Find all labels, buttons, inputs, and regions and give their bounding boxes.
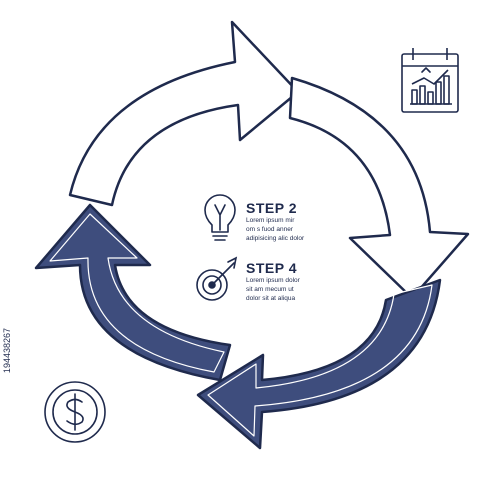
- step-2-description: Lorem ipsum mir om s fuod anner adipisic…: [246, 216, 318, 243]
- step-2-text-line: adipisicing alic dolor: [246, 235, 305, 242]
- cycle-arrow-bottom: [196, 278, 442, 450]
- cycle-arrow-right: [288, 76, 470, 300]
- step-2-text-line: Lorem ipsum mir: [246, 217, 295, 224]
- step-4-text-line: Lorem ipsum dolor: [246, 277, 300, 284]
- stock-image-id: 194438267: [2, 328, 12, 374]
- step-4-text-line: dolor sit at aliqua: [246, 295, 296, 302]
- cycle-arrow-top: [68, 20, 300, 207]
- step-2-text-line: om s fuod anner: [246, 226, 293, 233]
- cycle-arrow-left-inner: [49, 213, 225, 373]
- step-4-description: Lorem ipsum dolor sit am mecum ut dolor …: [246, 276, 318, 303]
- calendar-chart-icon: [401, 48, 459, 113]
- target-icon: [196, 256, 238, 301]
- step-4-title: STEP 4: [246, 260, 297, 276]
- lightbulb-icon: [204, 194, 236, 241]
- cycle-arrow-bottom-inner: [207, 284, 433, 437]
- step-4-text-line: sit am mecum ut: [246, 286, 294, 293]
- dollar-coin-icon: [44, 381, 106, 443]
- step-2-title: STEP 2: [246, 200, 297, 216]
- cycle-arrow-left: [34, 203, 232, 382]
